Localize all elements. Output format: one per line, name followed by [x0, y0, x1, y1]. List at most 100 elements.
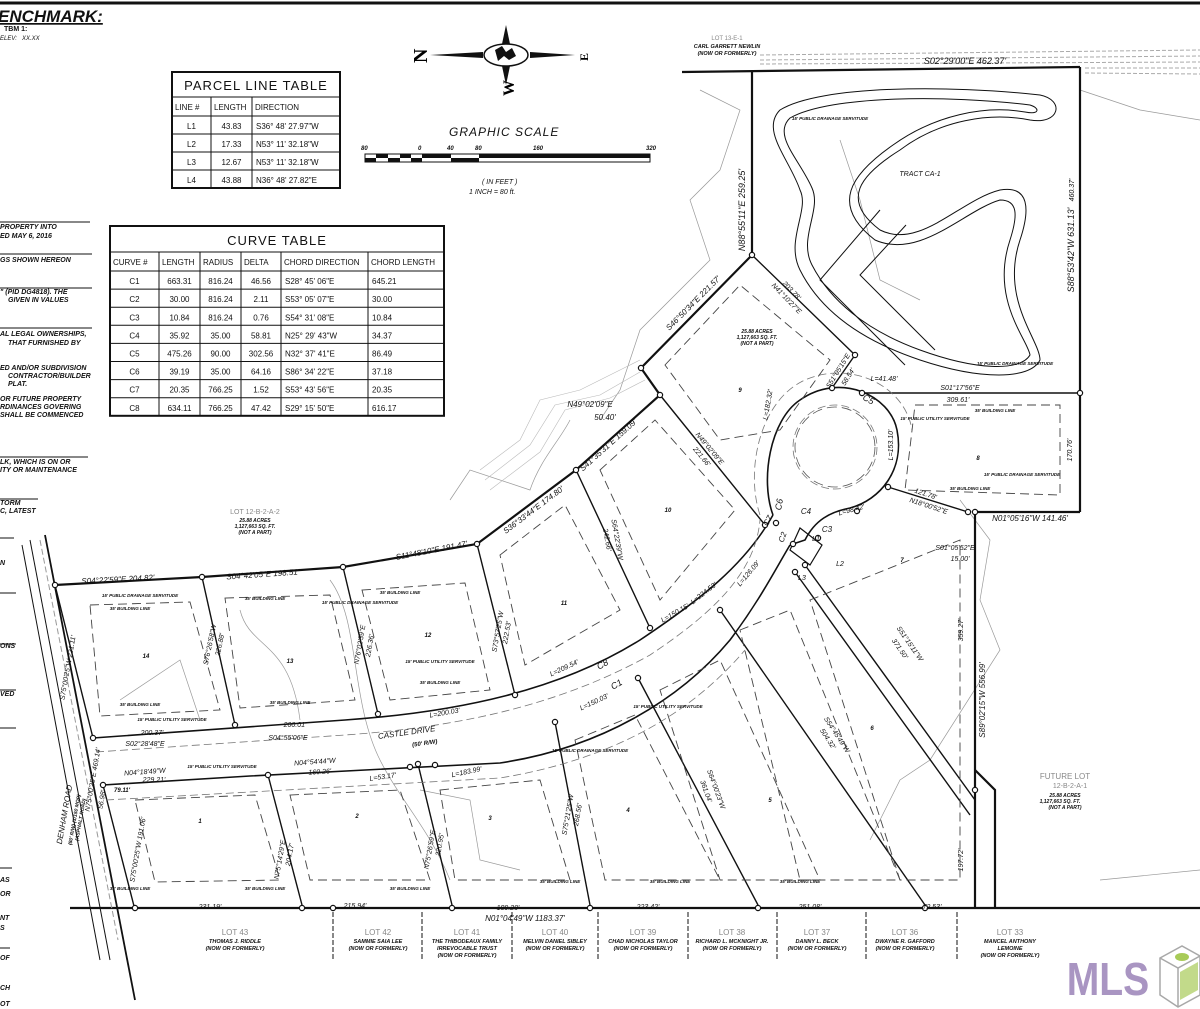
monument-icon [89, 734, 97, 742]
plat-label-b-n76d: 226.36' [365, 633, 376, 658]
plat-label-pds: 15' PUBLIC DRAINAGE SERVITUDE [977, 361, 1054, 366]
table-cell: 39.19 [169, 368, 190, 377]
table-header: LENGTH [162, 258, 195, 267]
monument-icon [921, 904, 929, 912]
monument-icon [231, 721, 239, 729]
general-note-text: CONTRACTOR/BUILDER [8, 373, 91, 380]
table-cell: N25° 29' 43"W [285, 331, 337, 340]
plat-label-right-ca: S88°53'42"W 631.13' [1066, 207, 1076, 292]
plat-label-b-s46: S46°50'34"E 221.57' [664, 274, 722, 332]
monument-icon [754, 904, 762, 912]
slope-hatch [479, 359, 646, 491]
plat-label-b-23119: 231.19' [198, 904, 222, 911]
plat-label-castle: CASTLE DRIVE [377, 724, 436, 741]
plat-label-bl: 35' BUILDING LINE [420, 680, 462, 685]
scale-segment [479, 154, 537, 158]
scale-tick-label: 40 [446, 146, 454, 152]
table-header: DELTA [244, 258, 269, 267]
plat-label-b-21594: 215.94' [343, 903, 367, 910]
table-cell: N53° 11' 32.18"W [256, 140, 319, 149]
plat-label-b-s76: S76°26'58"W [202, 622, 219, 665]
plat-label-b-22921: 229.21' [142, 777, 166, 784]
plat-label-b-n751d: 204.17' [285, 842, 296, 867]
table-cell: S28° 45' 06"E [285, 277, 334, 286]
general-note-text: ED MAY 6, 2016 [0, 233, 52, 240]
plat-label-lot9: 9 [738, 388, 742, 394]
mls-watermark-logo: MLS [1067, 945, 1200, 1008]
neighbor-now-or-formerly: (NOW OR FORMERLY) [526, 946, 585, 952]
plat-label-b-19772: 197.72' [958, 848, 965, 871]
neighbor-owner-line2: LEMOINE [997, 946, 1022, 952]
plat-label-future2: 12-B-2-A-1 [1053, 783, 1087, 790]
monument-icon [964, 508, 972, 516]
plat-label-newlin-nof: (NOW OR FORMERLY) [698, 51, 757, 57]
plat-label-lot1222c: (NOT A PART) [238, 530, 271, 536]
neighbor-lot-number: LOT 36 [892, 928, 919, 937]
general-note-text: AS [0, 877, 10, 884]
neighbor-now-or-formerly: (NOW OR FORMERLY) [788, 946, 847, 952]
plat-label-b-s76d: 226.88' [215, 632, 227, 657]
plat-label-b-n49a: N49°02'09"E [567, 400, 613, 409]
monument-icon [473, 540, 481, 548]
monument-icon [637, 364, 645, 372]
general-note-text: NT [0, 915, 10, 922]
scale-tick-label: 160 [533, 146, 544, 152]
plat-label-right-ca2: 460.37' [1069, 178, 1076, 201]
general-note-text: VED [0, 691, 14, 698]
plat-label-pus: 15' PUBLIC UTILITY SERVITUDE [633, 704, 703, 709]
table-cell: 12.67 [221, 158, 242, 167]
table-cell: C1 [129, 277, 140, 286]
plat-label-b-s01b: S01°05'52"E [935, 544, 975, 552]
general-note-text: OR FUTURE PROPERTY [0, 396, 82, 403]
scale-units: ( IN FEET ) [482, 179, 517, 186]
benchmark-elev-value: XX.XX [21, 36, 41, 42]
general-note-text: C, LATEST [0, 508, 36, 515]
monument-icon [448, 904, 456, 912]
plat-label-bl: 35' BUILDING LINE [390, 886, 432, 891]
monument-icon [431, 761, 439, 769]
plat-label-l1: L1 [812, 536, 820, 543]
monument-icon [511, 691, 519, 699]
monument-icon [884, 483, 892, 491]
plat-label-b-bottom: N01°04'49"W 1183.37' [485, 914, 565, 923]
table-cell: 302.56 [249, 350, 274, 359]
table-cell: 816.24 [208, 313, 233, 322]
plat-label-b-16026: 160.26' [308, 768, 332, 777]
neighbor-lot-number: LOT 38 [719, 928, 746, 937]
plat-label-pus: 15' PUBLIC UTILITY SERVITUDE [405, 659, 475, 664]
monument-icon [971, 508, 979, 516]
survey-monuments [51, 251, 1084, 912]
table-cell: 58.81 [251, 331, 272, 340]
neighbor-lot-number: LOT 42 [365, 928, 392, 937]
table-cell: 816.24 [208, 277, 233, 286]
mls-logo-text: MLS [1067, 954, 1150, 1006]
monument-icon [971, 786, 979, 794]
table-cell: S29° 15' 50"E [285, 404, 334, 413]
plat-label-b-35927: 359.27' [958, 618, 965, 641]
neighbor-now-or-formerly: (NOW OR FORMERLY) [206, 946, 265, 952]
table-cell: L3 [187, 158, 196, 167]
plat-label-b-l20954: L=209.54' [549, 659, 580, 679]
plat-label-b-n01: N01°05'16"W 141.46' [992, 514, 1068, 523]
plat-label-future: FUTURE LOT [1040, 772, 1090, 781]
neighbor-owner: RICHARD L. MCKNIGHT JR. [695, 939, 768, 945]
plat-label-lot1: 1 [198, 819, 202, 825]
plat-label-b-s04c: S04°55'06"E [268, 734, 308, 742]
plat-label-lot10: 10 [665, 508, 672, 514]
plat-label-b-25108: 251.08' [798, 904, 822, 911]
plat-label-bl: 35' BUILDING LINE [950, 486, 992, 491]
plat-label-b-s01: S01°17'56"E [940, 384, 980, 392]
monument-icon [329, 904, 337, 912]
plat-label-b-s01bd: 15.00' [951, 556, 971, 563]
plat-label-bl: 35' BUILDING LINE [540, 879, 582, 884]
neighbor-now-or-formerly: (NOW OR FORMERLY) [876, 946, 935, 952]
table-cell: 30.00 [169, 295, 190, 304]
